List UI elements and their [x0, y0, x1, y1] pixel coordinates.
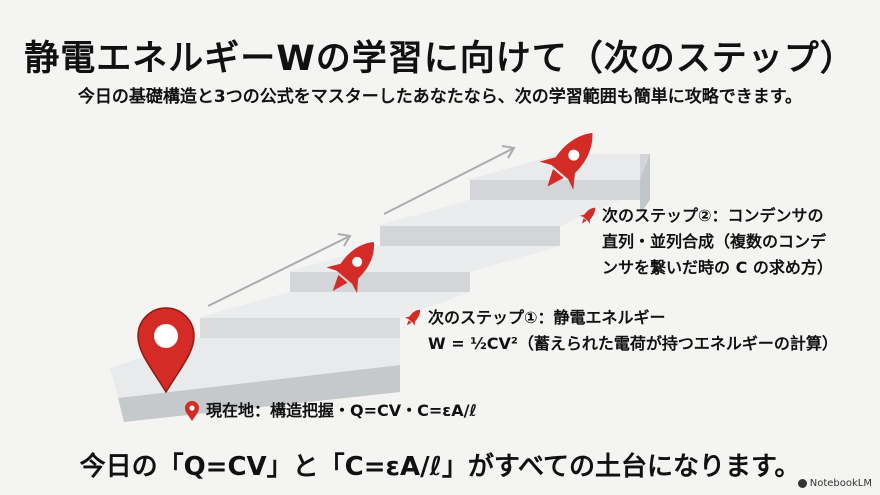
rocket-icon — [579, 207, 596, 225]
staircase — [110, 154, 650, 422]
map-pin-icon — [185, 401, 199, 421]
rocket-icon — [404, 309, 421, 327]
next-step-2-detail-2: ンサを繋いだ時の C の求め方） — [602, 258, 833, 277]
current-position-label: 現在地：構造把握・Q=CV・C=εA/ℓ — [206, 401, 477, 420]
next-step-2-label: 次のステップ②：コンデンサの 直列・並列合成（複数のコンデ ンサを繋いだ時の C… — [602, 203, 833, 281]
map-pin-icon — [137, 307, 195, 394]
rocket-icon — [326, 241, 374, 294]
page-subtitle: 今日の基礎構造と3つの公式をマスターしたあなたなら、次の学習範囲も簡単に攻略でき… — [77, 87, 803, 107]
next-step-2-title: 次のステップ②：コンデンサの — [602, 206, 824, 225]
next-step-1-title: 次のステップ①：静電エネルギー — [428, 308, 666, 327]
page-title: 静電エネルギーWの学習に向けて（次のステップ） — [24, 39, 856, 79]
notebooklm-label: NotebookLM — [809, 478, 872, 489]
rocket-icon — [539, 132, 593, 190]
next-step-2-detail-1: 直列・並列合成（複数のコンデ — [602, 232, 827, 251]
next-step-1-label: 次のステップ①：静電エネルギー W = ½CV²（蓄えられた電荷が持つエネルギー… — [428, 305, 838, 357]
next-step-1-formula: W = ½CV²（蓄えられた電荷が持つエネルギーの計算） — [428, 334, 838, 353]
notebooklm-badge: NotebookLM — [797, 478, 872, 489]
progress-arrows — [207, 145, 516, 307]
footer-message: 今日の「Q=CV」と「C=εA/ℓ」がすべての土台になります。 — [79, 452, 801, 482]
notebooklm-icon — [797, 479, 807, 488]
